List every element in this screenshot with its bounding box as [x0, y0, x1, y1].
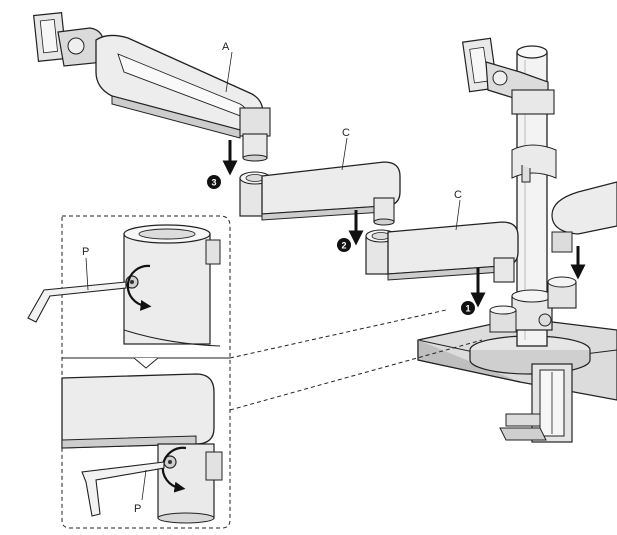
- label-arm-c-upper: C: [341, 127, 350, 171]
- pole-base-plate: [469, 335, 591, 375]
- detail-bottom-arm: [61, 373, 223, 524]
- desk-clamp: [499, 363, 573, 443]
- arm-c-upper: [239, 161, 401, 226]
- detail-top-socket: [123, 224, 221, 347]
- label-arm-c-lower: C: [454, 189, 462, 231]
- hex-key-top: P: [27, 246, 127, 323]
- rotation-arrow-top: [126, 264, 152, 311]
- right-arm-socket: [547, 276, 577, 309]
- label-arm-c-lower-text: C: [454, 189, 462, 201]
- down-arrows: [222, 140, 586, 308]
- step-badge-3: 3: [207, 175, 221, 189]
- label-hex-key-top: P: [82, 246, 89, 258]
- step-badge-3-label: 3: [211, 178, 216, 188]
- label-hex-key-bottom: P: [134, 503, 141, 515]
- pole-top-bracket: [461, 37, 555, 115]
- step-badge-1: 1: [461, 301, 475, 315]
- step-badge-2: 2: [337, 238, 351, 252]
- hex-key-bottom: P: [81, 461, 165, 517]
- arm-c-lower: [365, 221, 519, 283]
- arm-a-gas-spring: [33, 12, 271, 162]
- right-arm-partial: [551, 181, 617, 253]
- label-arm-a: A: [222, 41, 233, 93]
- step-badge-2-label: 2: [341, 241, 346, 251]
- pole-collar-lower: [489, 289, 553, 333]
- label-arm-c-upper-text: C: [342, 127, 350, 139]
- label-arm-a-text: A: [222, 41, 230, 53]
- step-badge-1-label: 1: [465, 304, 470, 314]
